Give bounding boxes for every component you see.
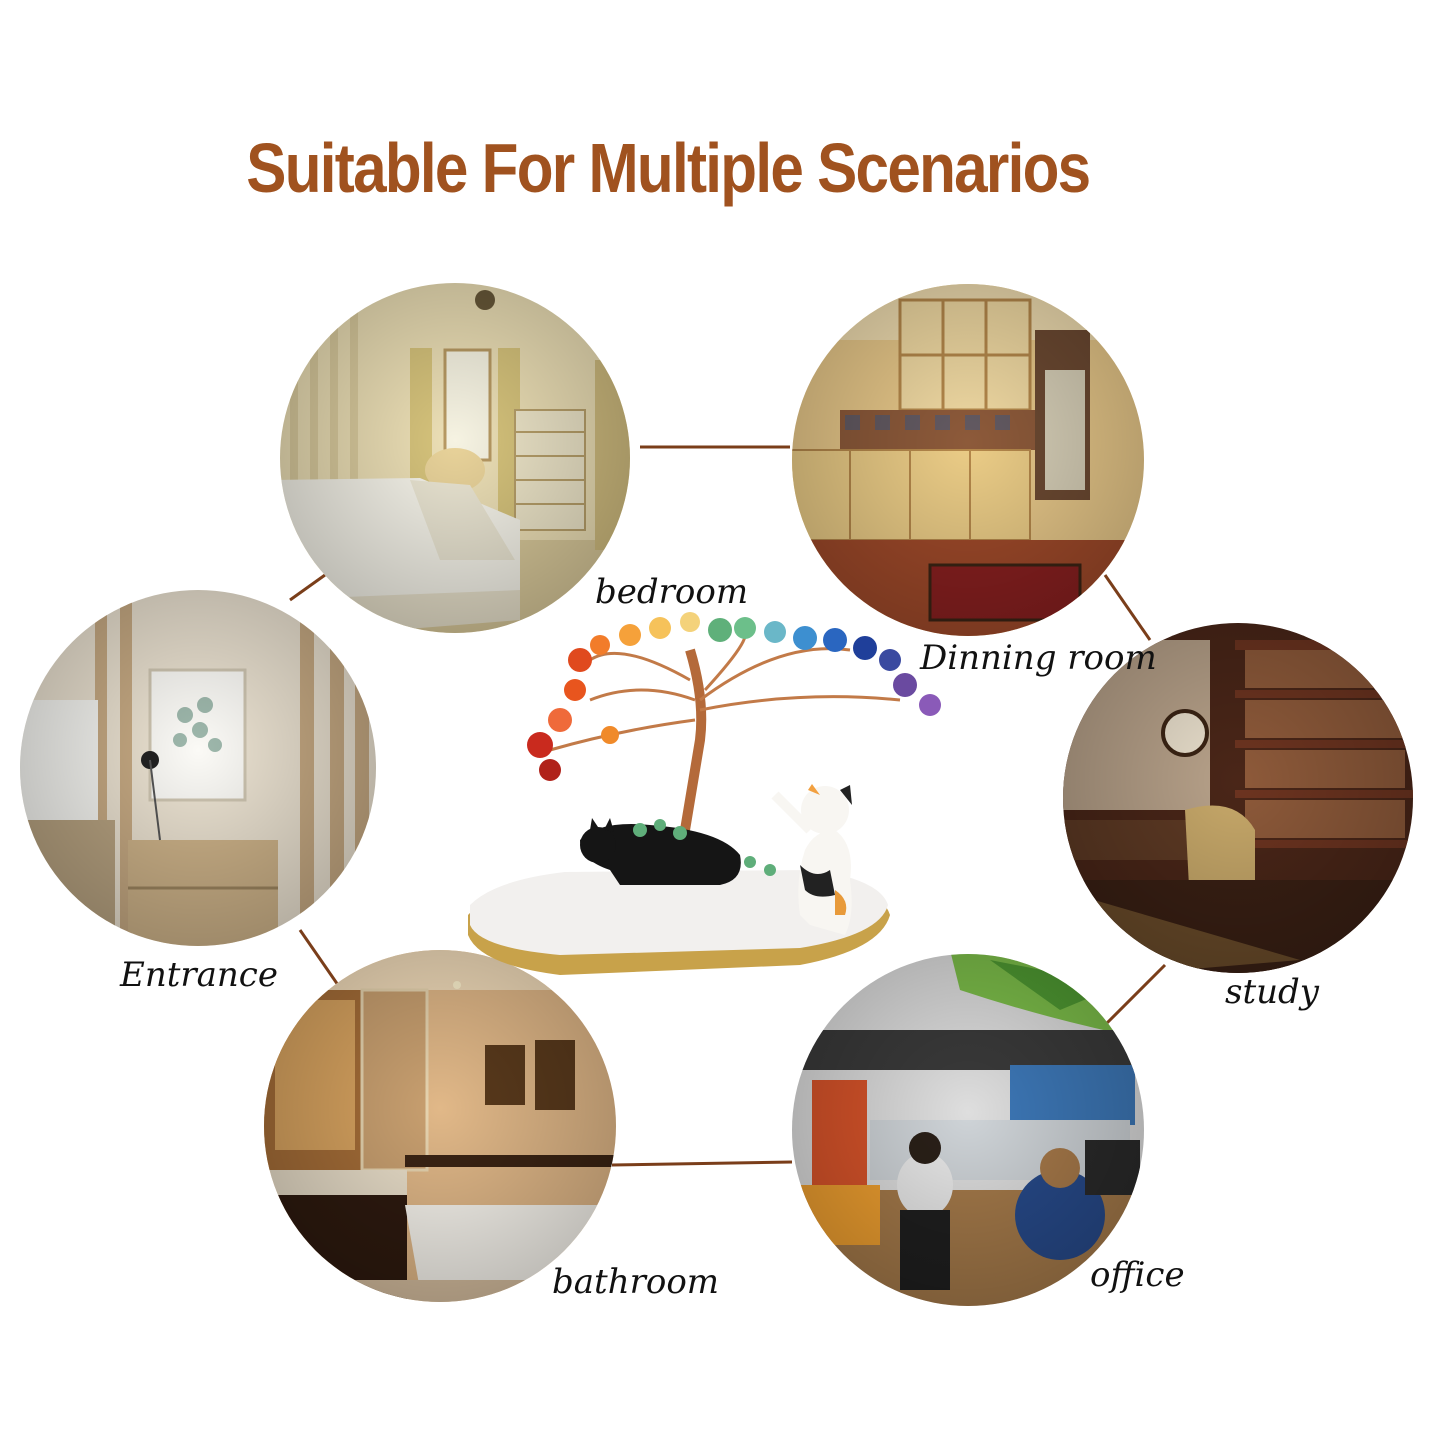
label-bedroom: bedroom — [595, 572, 749, 612]
label-bathroom: bathroom — [552, 1262, 720, 1302]
label-dinning-room: Dinning room — [920, 638, 1157, 678]
gemstone-tree-figurine — [468, 612, 941, 975]
connector-lines — [289, 445, 1167, 1167]
label-entrance: Entrance — [120, 955, 278, 995]
page-title: Suitable For Multiple Scenarios — [246, 129, 1091, 207]
label-study: study — [1225, 972, 1319, 1012]
label-office: office — [1090, 1255, 1185, 1295]
